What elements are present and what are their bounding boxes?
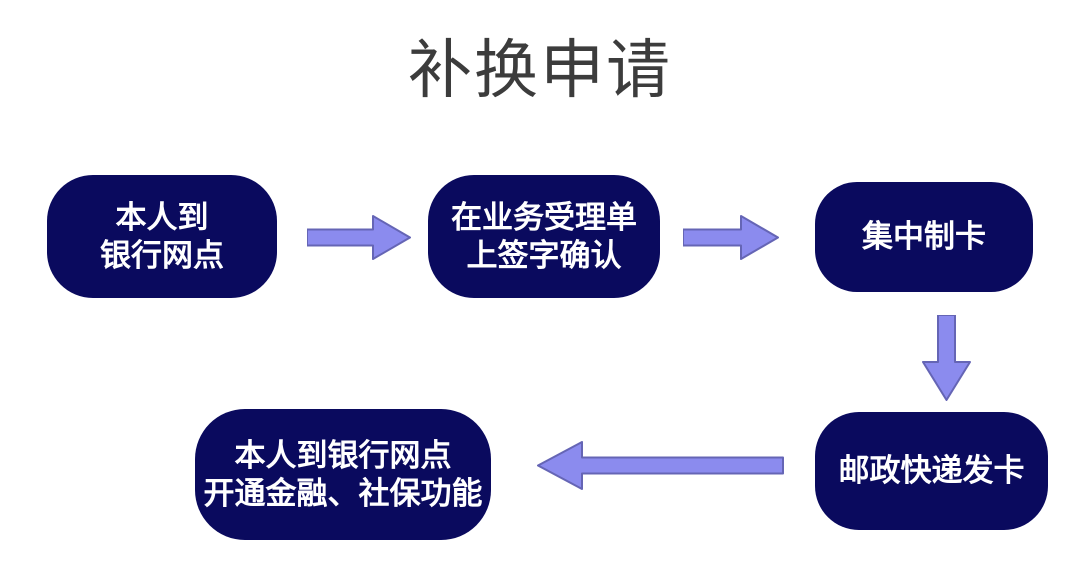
flow-node-step1: 本人到 银行网点 xyxy=(47,175,277,298)
node-line: 本人到 xyxy=(115,199,209,235)
arrow-down-step3-step4-icon xyxy=(922,315,971,401)
node-line: 银行网点 xyxy=(100,237,224,273)
arrow-right-step1-step2-icon xyxy=(307,215,411,260)
node-line: 邮政快递发卡 xyxy=(838,453,1025,488)
node-line: 在业务受理单 xyxy=(451,199,637,235)
node-line: 上签字确认 xyxy=(466,237,622,273)
node-line: 本人到银行网点 xyxy=(234,437,452,473)
flow-node-step4: 邮政快递发卡 xyxy=(815,412,1048,530)
flow-node-step5: 本人到银行网点 开通金融、社保功能 xyxy=(195,409,491,540)
node-line: 集中制卡 xyxy=(862,219,986,254)
flow-node-step2: 在业务受理单 上签字确认 xyxy=(428,175,660,298)
node-line: 开通金融、社保功能 xyxy=(203,475,483,511)
page-title: 补换申请 xyxy=(408,34,672,106)
flow-node-step3: 集中制卡 xyxy=(815,182,1033,292)
arrow-left-step4-step5-icon xyxy=(537,441,784,490)
arrow-right-step2-step3-icon xyxy=(683,215,779,260)
